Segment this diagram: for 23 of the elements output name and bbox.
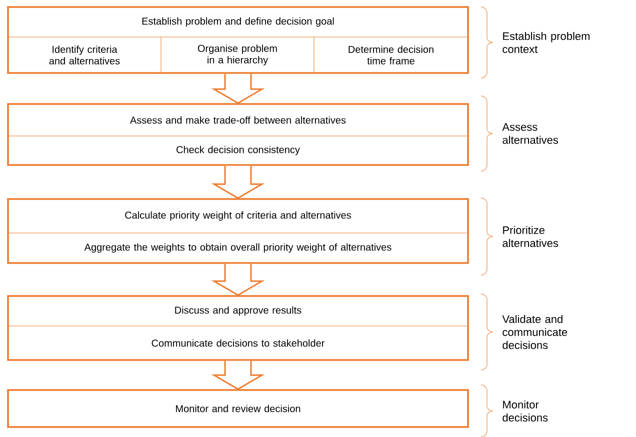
step-cell: Assess and make trade-off between alternatives: [8, 104, 468, 136]
step-cell: Communicate decisions to stakeholder: [8, 326, 468, 360]
block-arrow: [211, 73, 265, 104]
step-cell: Identify criteria and alternatives: [8, 36, 162, 74]
step-box: Monitor and review decision: [7, 389, 469, 428]
step-cell: Aggregate the weights to obtain overall priority weight of alternatives: [8, 232, 468, 264]
block-arrow: [211, 360, 265, 390]
step-cell: Calculate priority weight of criteria and alternatives: [8, 198, 468, 234]
step-cell: Check decision consistency: [8, 136, 468, 166]
stage-box: [7, 295, 469, 361]
step-cell: Determine decision time frame: [314, 36, 468, 74]
step-cell: Discuss and approve results: [8, 296, 468, 326]
stage-label: Establish problem context: [502, 32, 590, 54]
step-cell: Organise problem in a hierarchy: [160, 36, 314, 74]
stage-label: Validate and communicate decisions: [502, 314, 568, 350]
stage-label: Assess alternatives: [502, 123, 558, 144]
stage-box: [7, 103, 469, 166]
block-arrow: [211, 165, 265, 199]
stage-box: [7, 198, 469, 264]
block-arrow: [211, 263, 265, 296]
stage-box: [7, 6, 469, 74]
stage-label: Monitor decisions: [502, 400, 548, 422]
stage-label: Prioritize alternatives: [502, 226, 558, 248]
